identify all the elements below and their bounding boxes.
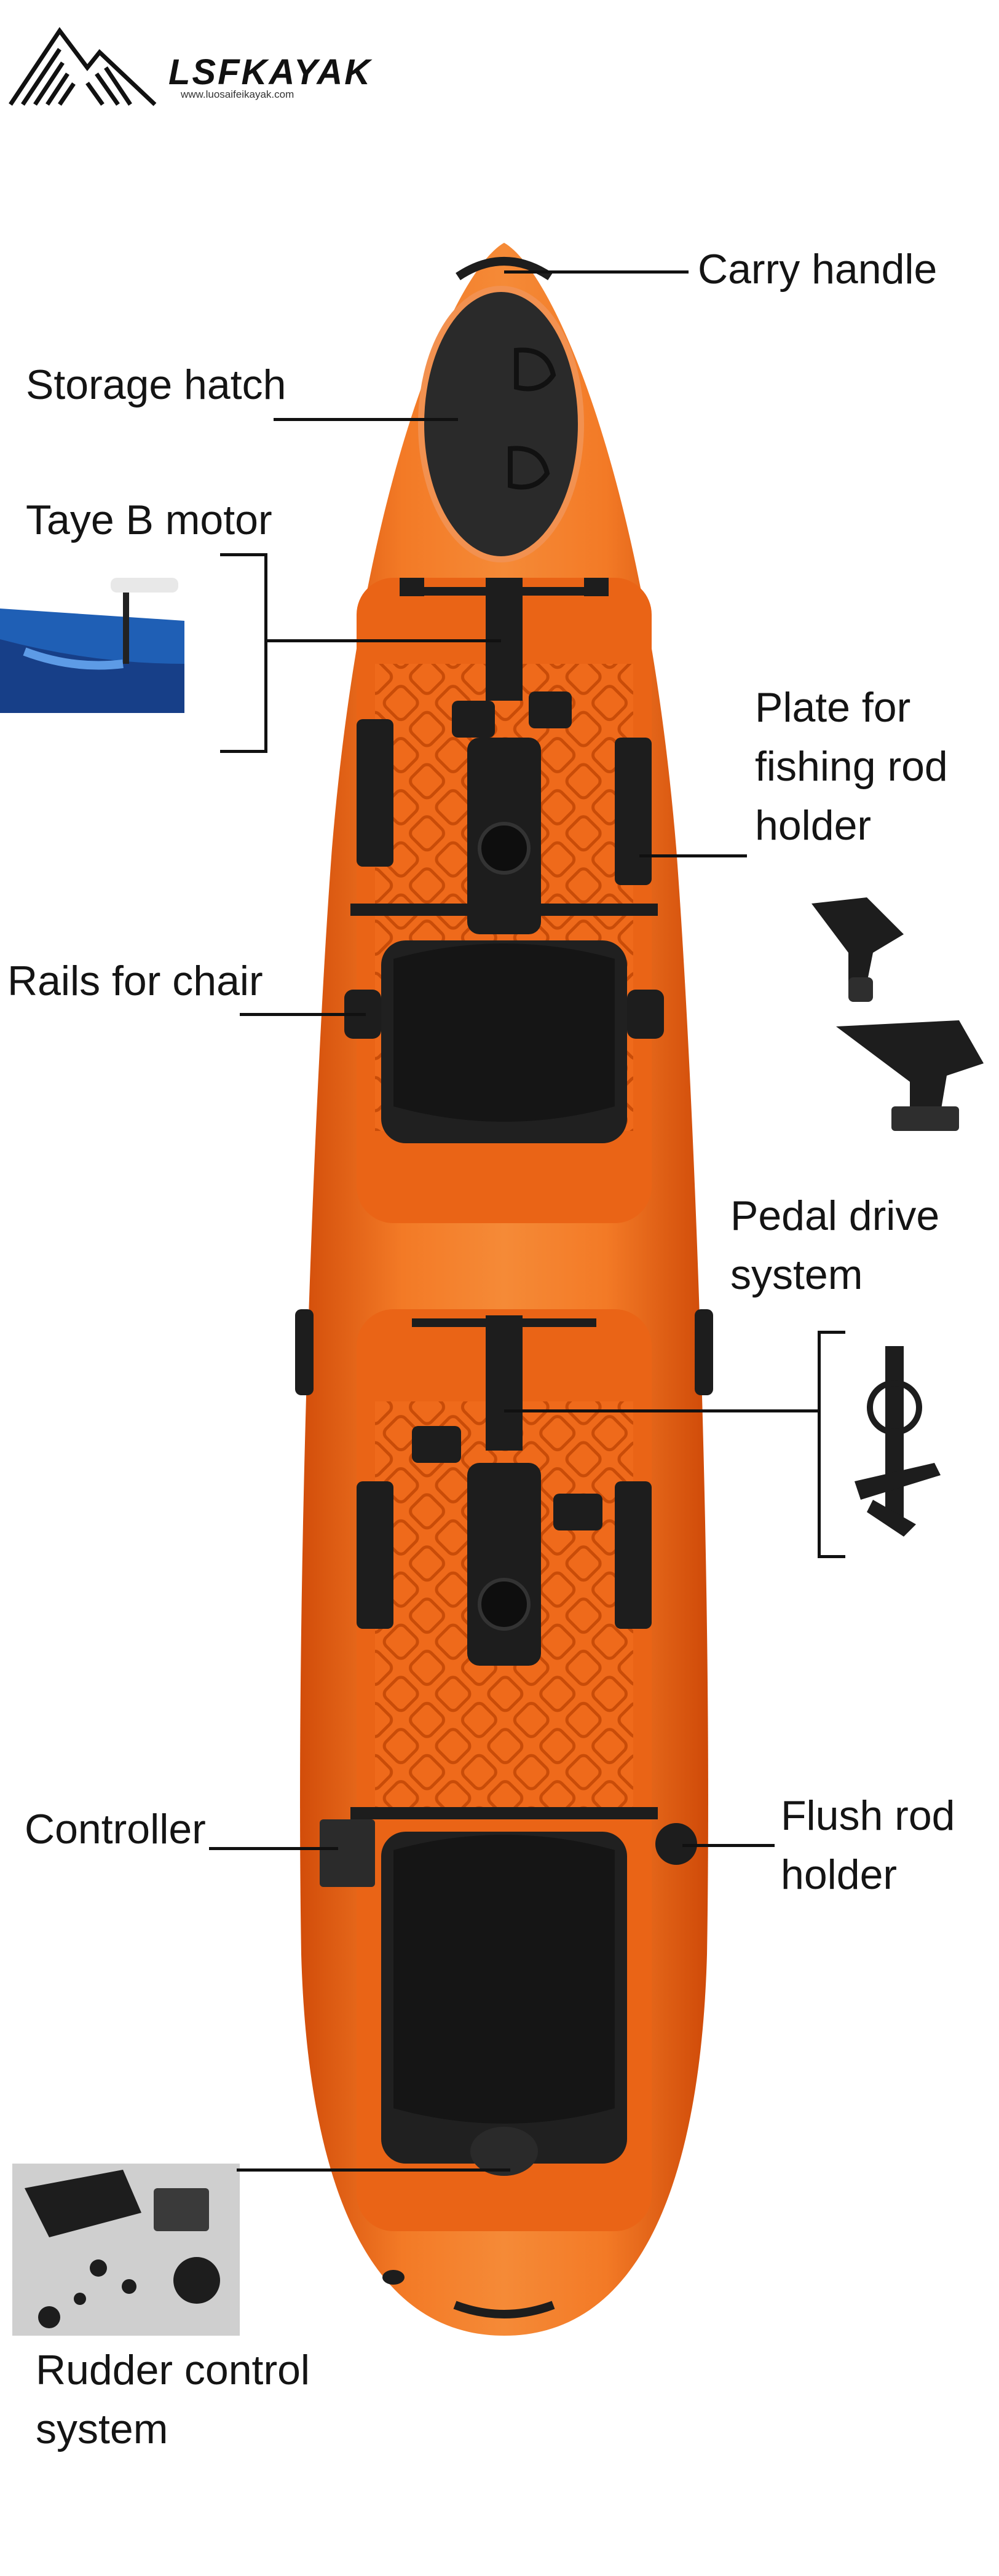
motor-leader: [264, 639, 501, 642]
label-plate-3: holder: [755, 802, 872, 849]
label-plate-2: fishing rod: [755, 743, 948, 790]
label-carry-handle: Carry handle: [698, 246, 938, 293]
motor-bracket: [264, 553, 267, 753]
label-pedal-1: Pedal drive: [730, 1192, 940, 1239]
mountain-logo-icon: [9, 26, 157, 106]
rudder-leader: [237, 2168, 510, 2172]
controller-leader: [209, 1847, 338, 1850]
pedal-bracket-top: [818, 1331, 845, 1334]
motor-inset-image: [0, 572, 191, 713]
rudder-kit-inset-image: [12, 2164, 240, 2336]
flush-leader: [682, 1844, 775, 1847]
brand-logo: LSFKAYAK www.luosaifeikayak.com: [7, 25, 389, 111]
label-motor: Taye B motor: [26, 497, 272, 543]
label-flush-2: holder: [781, 1851, 898, 1898]
label-flush-1: Flush rod: [781, 1792, 955, 1839]
brand-url: www.luosaifeikayak.com: [181, 89, 294, 100]
label-plate-1: Plate for: [755, 684, 911, 731]
label-rails: Rails for chair: [7, 958, 263, 1004]
label-rudder-2: system: [36, 2406, 168, 2452]
pedal-bracket: [818, 1331, 821, 1558]
pedal-leader: [504, 1409, 821, 1412]
label-pedal-2: system: [730, 1251, 863, 1298]
pedal-drive-inset-image: [836, 1340, 953, 1537]
plate-leader: [639, 854, 747, 857]
brand-name: LSFKAYAK: [168, 52, 373, 92]
label-rudder-1: Rudder control: [36, 2347, 310, 2393]
label-controller: Controller: [25, 1806, 206, 1853]
motor-bracket-bottom: [220, 750, 267, 753]
rails-leader: [240, 1013, 366, 1016]
carry-handle-leader: [504, 270, 689, 274]
rod-holder-inset-image: [799, 885, 999, 1156]
label-storage-hatch: Storage hatch: [26, 361, 286, 408]
motor-bracket-top: [220, 553, 267, 556]
pedal-bracket-bottom: [818, 1555, 845, 1558]
storage-hatch-leader: [274, 418, 458, 421]
kayak-illustration: [295, 243, 713, 2336]
